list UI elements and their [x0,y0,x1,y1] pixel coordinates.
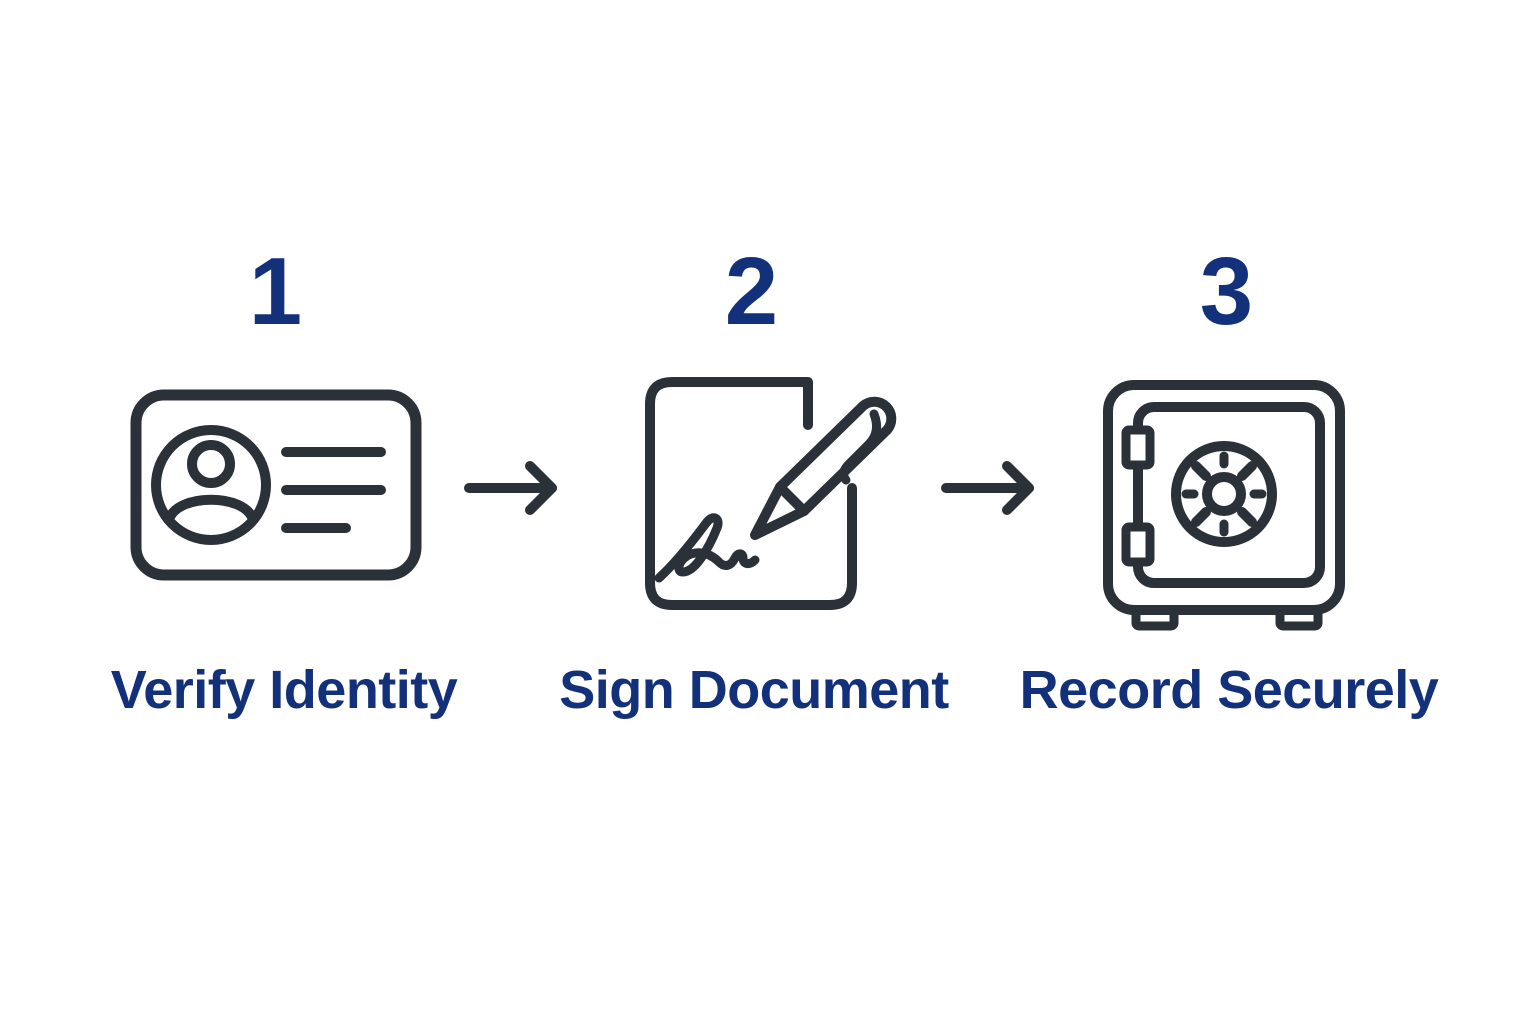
step-3-label: Record Securely [1019,660,1439,720]
document-pen-icon [643,370,897,618]
safe-icon [1103,380,1345,631]
id-card-icon [130,389,422,581]
arrow-right-icon [463,458,559,518]
step-3-number: 3 [1199,238,1253,345]
step-2-number: 2 [724,238,778,345]
step-1-number: 1 [248,238,302,345]
arrow-right-icon [940,458,1036,518]
step-2-label: Sign Document [559,660,949,720]
step-1-label: Verify Identity [110,660,458,720]
